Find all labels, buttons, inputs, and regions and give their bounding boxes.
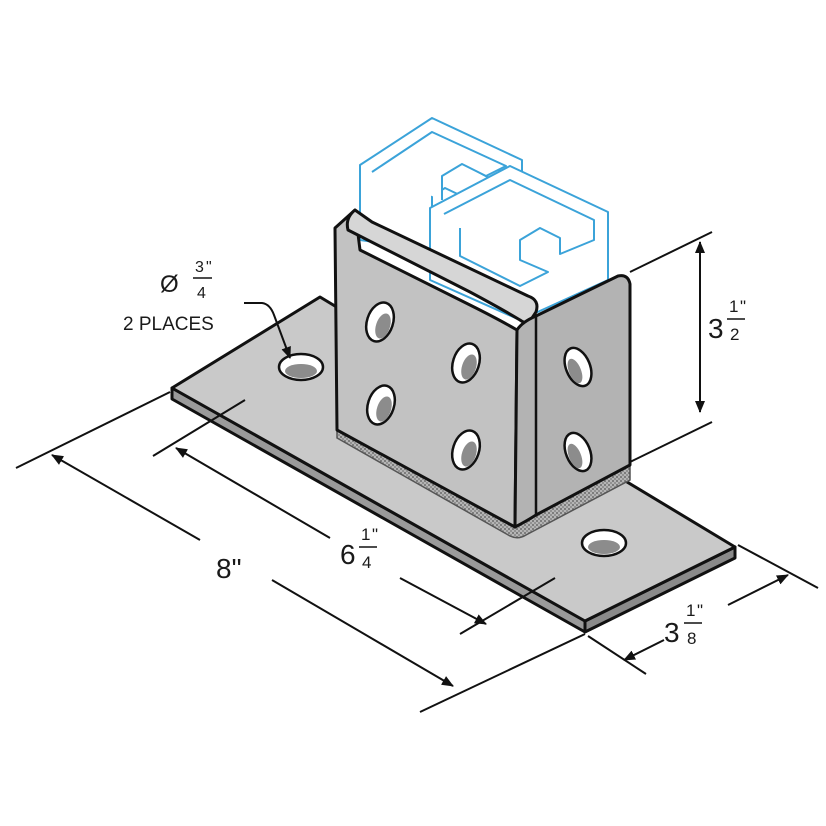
bracket-hole [563,346,593,388]
height-whole: 3 [708,313,724,344]
bracket-hole [563,431,593,473]
bracket-hole [450,342,482,384]
width-num: 1 [686,601,695,620]
height-dimension: 3 1 " 2 [629,231,746,463]
height-den: 2 [730,325,739,344]
width-whole: 3 [664,617,680,648]
mounting-hole-right [580,528,628,558]
width-unit: " [697,601,703,620]
leader-line [244,302,291,359]
width-dimension: 3 1 " 8 [587,544,819,675]
bracket-hole [365,384,397,426]
spacing-unit: " [372,525,378,544]
diameter-fraction-num: 3 [195,259,204,276]
length-dimension: 8" [15,391,586,713]
bracket-hole [450,429,482,471]
upright-bracket [333,117,632,529]
spacing-num: 1 [361,525,370,544]
mounting-hole-left [277,352,325,382]
bracket-hole [364,301,396,343]
channel-inner-right [443,179,595,287]
length-label: 8" [216,553,242,584]
bolt-spacing-dimension: 6 1 " 4 [152,399,556,635]
spacing-whole: 6 [340,539,356,570]
bracket-side-face [513,274,632,529]
hole-diameter-callout: Ø 3 " 4 2 PLACES [123,259,291,359]
diameter-fraction-den: 4 [197,285,206,302]
width-den: 8 [687,629,696,648]
diameter-symbol: Ø [160,271,179,298]
channel-inner-left [371,131,507,200]
weld-bead [336,419,631,539]
hole-count-label: 2 PLACES [123,314,214,335]
diameter-unit: " [206,259,212,276]
bracket-top-lip [345,208,539,325]
height-unit: " [740,297,746,316]
height-num: 1 [729,297,738,316]
spacing-den: 4 [362,553,371,572]
